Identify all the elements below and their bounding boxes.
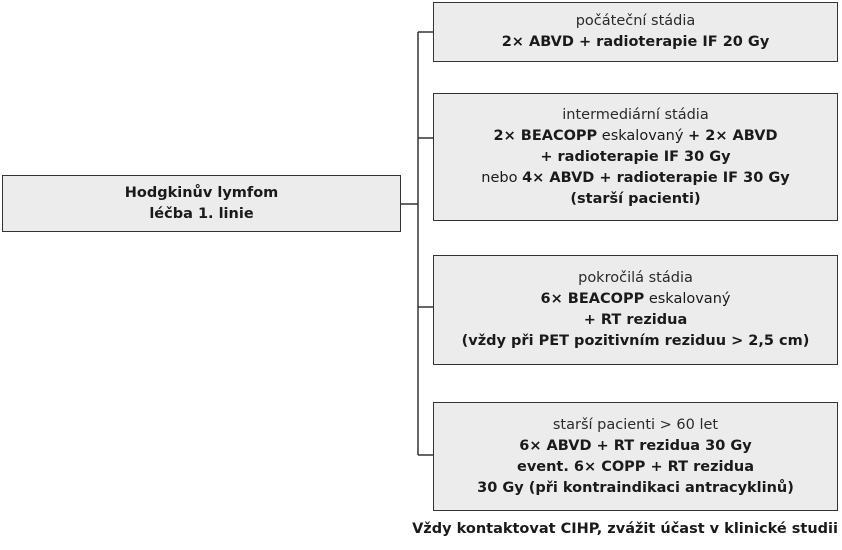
branch-advanced-stages: pokročilá stádia 6× BEACOPP eskalovaný + … <box>433 255 838 365</box>
branch-heading: intermediární stádia <box>562 106 709 123</box>
branch-body: 2× BEACOPP eskalovaný + 2× ABVD+ radiote… <box>481 126 789 210</box>
treatment-line: 2× ABVD + radioterapie IF 20 Gy <box>502 32 770 53</box>
root-subtitle: léčba 1. linie <box>149 205 254 222</box>
treatment-line: + RT rezidua <box>462 310 810 331</box>
treatment-line: (starší pacienti) <box>481 189 789 210</box>
branch-body: 2× ABVD + radioterapie IF 20 Gy <box>502 32 770 53</box>
branch-elderly-patients: starší pacienti > 60 let 6× ABVD + RT re… <box>433 402 838 511</box>
text-segment: 6× BEACOPP <box>540 291 645 307</box>
text-segment: nebo <box>481 169 523 186</box>
text-segment: eskalovaný <box>644 291 731 307</box>
root-title: Hodgkinův lymfom <box>124 184 279 201</box>
text-segment: 2× BEACOPP <box>493 127 598 144</box>
branch-heading: starší pacienti > 60 let <box>552 416 719 433</box>
text-segment: + radioterapie IF 30 Gy <box>540 148 731 165</box>
text-segment: + 2× ABVD <box>688 127 778 144</box>
branch-heading: pokročilá stádia <box>578 270 693 286</box>
branch-intermediate-stages: intermediární stádia 2× BEACOPP eskalova… <box>433 93 838 221</box>
text-segment: 30 Gy (při kontraindikaci antracyklinů) <box>477 479 794 496</box>
text-segment: + RT rezidua <box>583 312 688 328</box>
text-segment: 2× ABVD + radioterapie IF 20 Gy <box>501 34 770 50</box>
text-segment: (vždy při PET pozitivním reziduu > 2,5 c… <box>461 333 810 349</box>
treatment-line: event. 6× COPP + RT rezidua <box>477 457 794 478</box>
footer-note: Vždy kontaktovat CIHP, zvážit účast v kl… <box>412 521 838 537</box>
text-segment: eskalovaný <box>597 127 689 144</box>
root-node: Hodgkinův lymfom léčba 1. linie <box>2 175 401 232</box>
treatment-line: (vždy při PET pozitivním reziduu > 2,5 c… <box>462 331 810 352</box>
text-segment: 6× ABVD + RT rezidua 30 Gy <box>519 437 752 454</box>
text-segment: (starší pacienti) <box>570 190 701 207</box>
treatment-line: 6× ABVD + RT rezidua 30 Gy <box>477 436 794 457</box>
branch-early-stages: počáteční stádia 2× ABVD + radioterapie … <box>433 2 838 62</box>
treatment-line: 30 Gy (při kontraindikaci antracyklinů) <box>477 478 794 499</box>
treatment-line: 6× BEACOPP eskalovaný <box>462 289 810 310</box>
text-segment: event. 6× COPP + RT rezidua <box>516 458 755 475</box>
branch-body: 6× ABVD + RT rezidua 30 Gy event. 6× COPP… <box>477 436 794 499</box>
text-segment: 4× ABVD + radioterapie IF 30 Gy <box>522 169 790 186</box>
branch-heading: počáteční stádia <box>575 13 696 29</box>
treatment-line: 2× BEACOPP eskalovaný + 2× ABVD <box>481 126 789 147</box>
treatment-line: nebo 4× ABVD + radioterapie IF 30 Gy <box>481 168 789 189</box>
branch-body: 6× BEACOPP eskalovaný + RT rezidua (vždy p… <box>462 289 810 352</box>
treatment-line: + radioterapie IF 30 Gy <box>481 147 789 168</box>
